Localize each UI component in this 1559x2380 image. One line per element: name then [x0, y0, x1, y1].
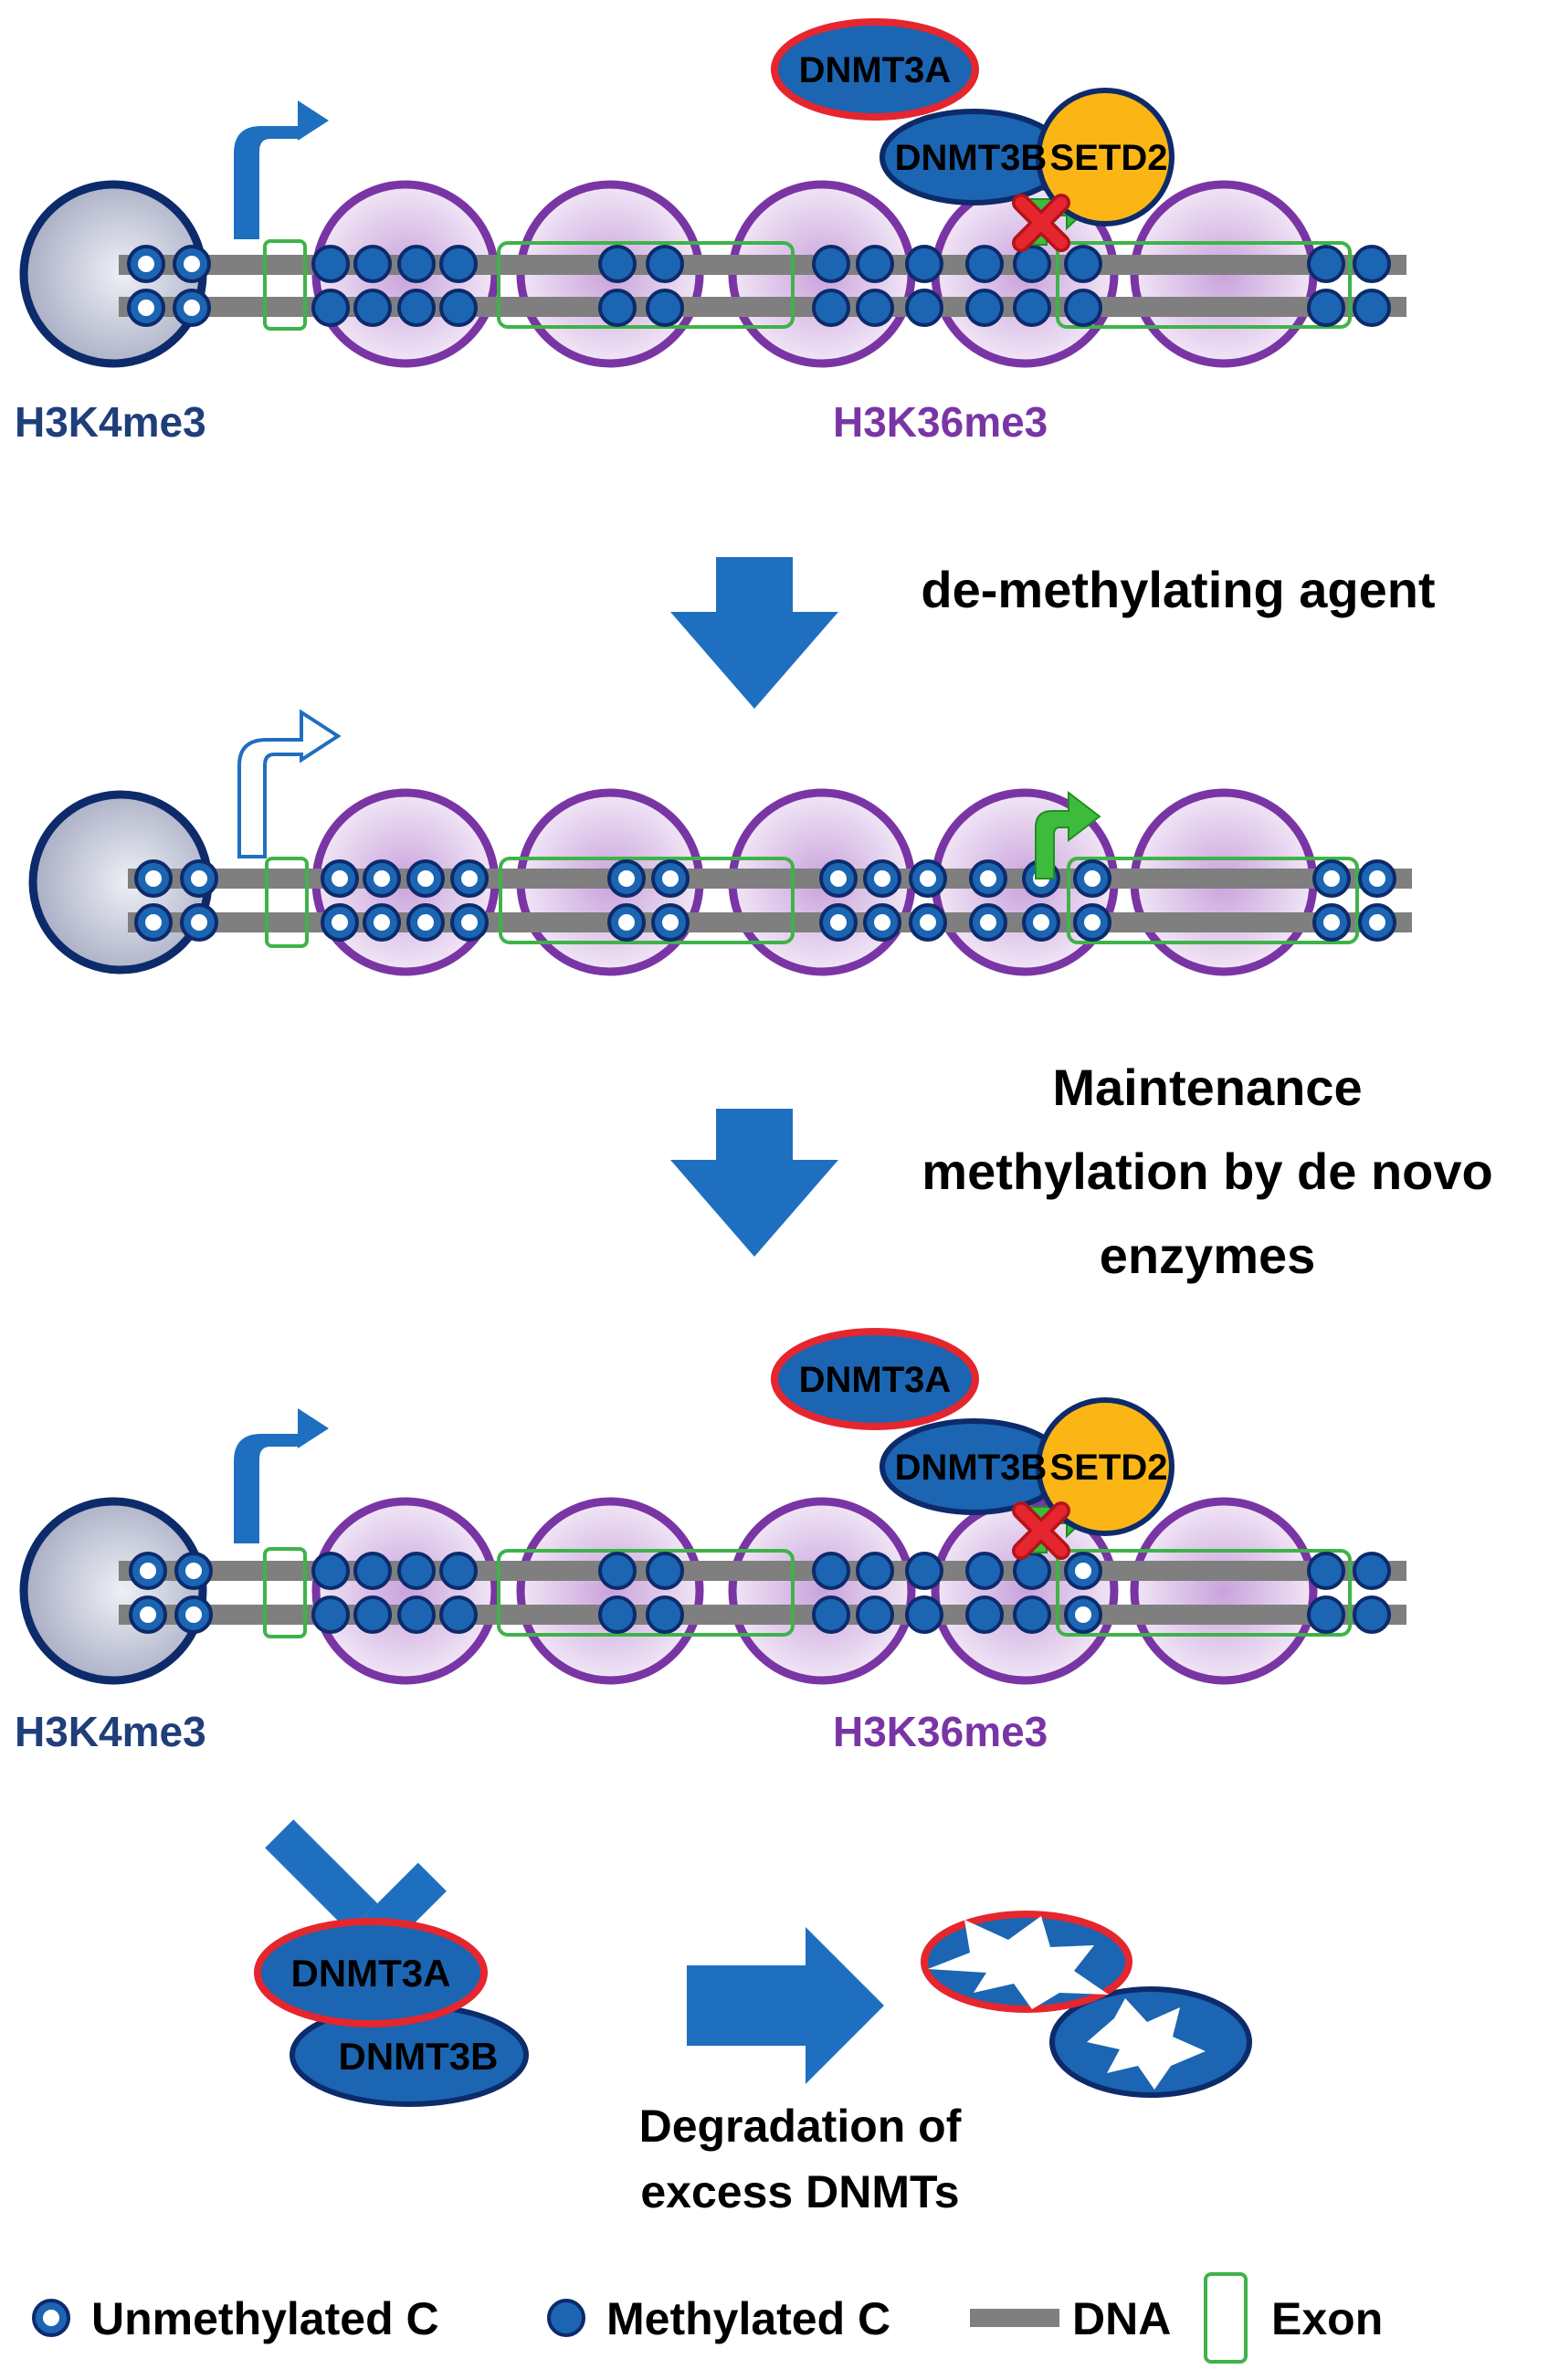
methylated-c-icon: [547, 2299, 585, 2337]
transcription-start-arrow: [234, 100, 329, 239]
enzyme-complex: DNMT3A DNMT3B SETD2: [771, 18, 1175, 226]
degradation-gap: [1087, 1998, 1206, 2090]
degradation-arrow: [687, 1927, 884, 2084]
step-arrow-1: [670, 557, 838, 709]
dnmt3a-oval: [254, 1918, 488, 2027]
step2-line1: Maintenance: [1052, 1058, 1362, 1116]
unmethylated-c-icon: [32, 2299, 70, 2337]
h3k4me3-label: H3K4me3: [15, 398, 206, 446]
degradation-line2: excess DNMTs: [640, 2166, 959, 2217]
panel-initial: DNMT3A DNMT3B SETD2 H3K4me3 H3K36me3: [15, 18, 1406, 446]
setd2-circle: [1036, 1397, 1175, 1536]
h3k36me3-label: H3K36me3: [833, 1708, 1048, 1755]
transcription-start-arrow-hollow: [237, 709, 342, 858]
exon-boxes: [263, 239, 1352, 331]
dnmt3b-label: DNMT3B: [895, 138, 1048, 178]
legend-exon: Exon: [1271, 2293, 1383, 2344]
legend-methylated: Methylated C: [606, 2293, 890, 2344]
enzyme-complex: DNMT3A DNMT3B SETD2: [771, 1328, 1175, 1536]
step2-line3: enzymes: [1100, 1227, 1316, 1284]
dnmt3a-oval: [771, 1328, 979, 1430]
dna-swatch: [970, 2309, 1059, 2327]
nucleosomes: [311, 1497, 1318, 1685]
exon-boxes: [265, 857, 1359, 948]
dnmt3b-label: DNMT3B: [895, 1448, 1048, 1488]
degradation-line1: Degradation of: [639, 2101, 962, 2152]
setd2-circle: [1036, 88, 1175, 226]
h3k4me3-histone: [19, 1497, 207, 1685]
panel-demethylated: [28, 709, 1412, 976]
exon-boxes: [263, 1547, 1352, 1638]
h3k36me3-label: H3K36me3: [833, 398, 1048, 446]
dnmt3a-label: DNMT3A: [291, 1952, 451, 1995]
setd2-label: SETD2: [1050, 138, 1168, 178]
exon-swatch: [1204, 2272, 1248, 2364]
dnmt3a-label: DNMT3A: [799, 1360, 952, 1400]
degradation-gap: [928, 1916, 1109, 2009]
setd2-label: SETD2: [1050, 1448, 1168, 1488]
cryptic-start-arrow: [1035, 790, 1101, 879]
dnmt3a-label: DNMT3A: [799, 50, 952, 90]
transcription-start-arrow: [234, 1408, 329, 1543]
panel-remethylated: DNMT3A DNMT3B SETD2 H3K4me3 H3K36me3: [15, 1328, 1406, 1755]
step-arrow-2: [670, 1109, 838, 1257]
dnmt3a-oval: [771, 18, 979, 121]
step2-line2: methylation by de novo: [922, 1143, 1492, 1200]
step1-label: de-methylating agent: [921, 561, 1435, 618]
h3k4me3-label: H3K4me3: [15, 1708, 206, 1755]
legend-unmethylated: Unmethylated C: [91, 2293, 439, 2344]
degradation-section: DNMT3A DNMT3B Degradation of excess DNMT…: [254, 1819, 1252, 2217]
legend: Unmethylated C Methylated C DNA Exon: [32, 2272, 1383, 2364]
dnmt3b-label: DNMT3B: [339, 2035, 499, 2078]
legend-dna: DNA: [1072, 2293, 1171, 2344]
